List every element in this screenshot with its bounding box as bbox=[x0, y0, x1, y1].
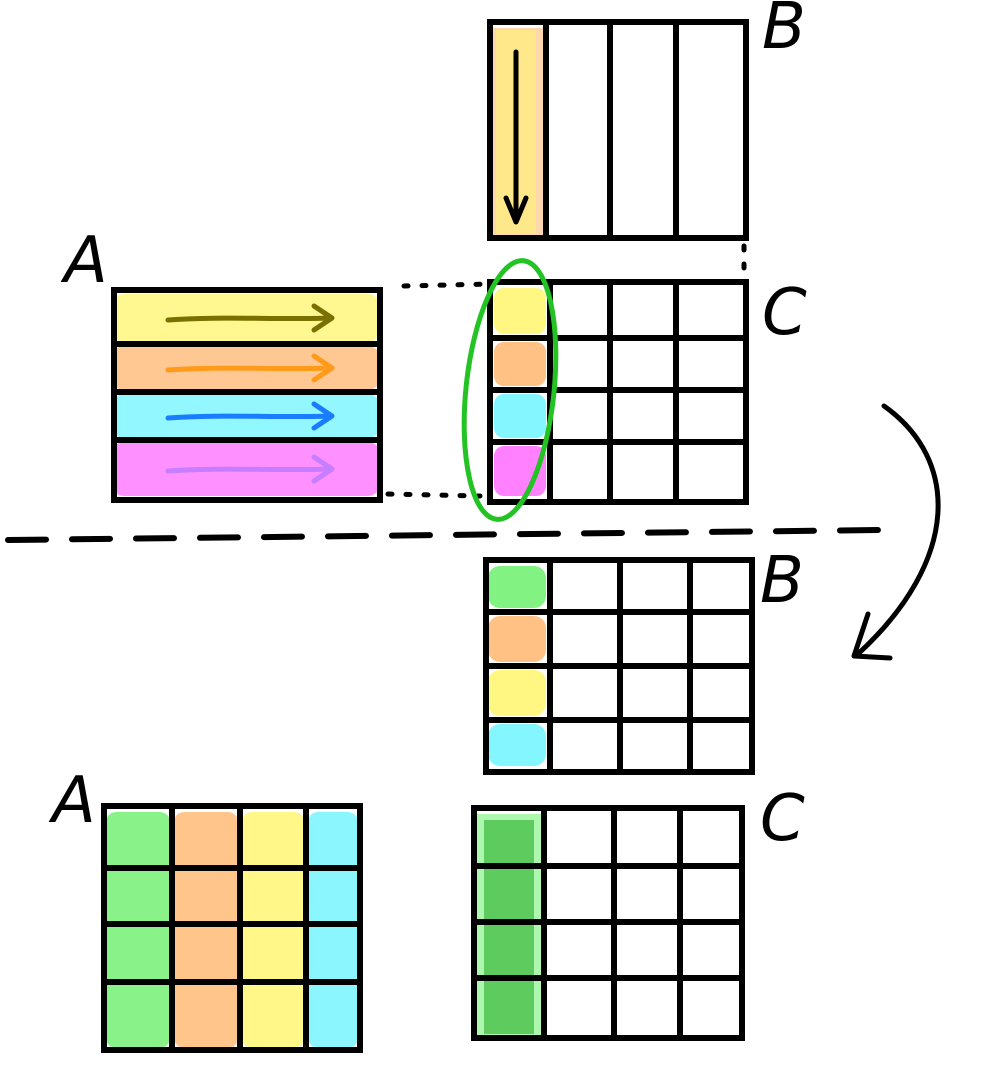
top-a-row-arrows bbox=[165, 303, 335, 484]
top-c-label: C bbox=[762, 276, 807, 350]
bottom-a-col-2-highlight bbox=[242, 812, 304, 1048]
top-c-grid bbox=[487, 279, 749, 505]
bottom-b-matrix: B bbox=[483, 544, 804, 775]
top-c-col0-circle bbox=[461, 258, 559, 522]
bottom-b-row-2-cell bbox=[488, 670, 546, 716]
top-a-grid bbox=[111, 287, 383, 503]
top-b-down-arrow bbox=[503, 49, 529, 225]
top-a-label: A bbox=[60, 224, 108, 298]
top-a-matrix: A bbox=[60, 224, 383, 503]
bottom-a-col-highlights bbox=[106, 812, 358, 1048]
top-a-row-2-arrow bbox=[165, 401, 335, 431]
bottom-a-label: A bbox=[48, 764, 96, 838]
top-a-row-0-arrow bbox=[165, 303, 335, 333]
curved-transition-arrow bbox=[851, 403, 941, 661]
top-c-row-1-cell bbox=[494, 342, 546, 386]
bottom-c-col0-dark bbox=[484, 820, 534, 1034]
bottom-a-col-1-highlight bbox=[174, 812, 238, 1048]
bottom-b-label: B bbox=[760, 544, 804, 618]
bottom-a-matrix: A bbox=[48, 764, 363, 1053]
bottom-a-col-3-highlight bbox=[308, 812, 358, 1048]
bottom-b-grid bbox=[483, 557, 755, 775]
bottom-b-row-1-cell bbox=[488, 616, 546, 662]
dotted-connectors bbox=[385, 243, 747, 499]
bottom-b-row-0-cell bbox=[488, 566, 546, 608]
top-c-row-2-cell bbox=[494, 394, 546, 438]
top-b-grid bbox=[487, 19, 749, 241]
top-c-matrix: C bbox=[461, 258, 807, 522]
bottom-a-col-0-highlight bbox=[106, 812, 170, 1048]
top-a-row-1-arrow bbox=[165, 353, 335, 383]
top-a-row-3-arrow bbox=[165, 454, 335, 484]
bottom-c-label: C bbox=[760, 782, 805, 856]
dashed-separator bbox=[5, 527, 883, 543]
bottom-c-matrix: C bbox=[471, 782, 805, 1041]
top-b-label: B bbox=[762, 0, 806, 64]
bottom-a-grid bbox=[101, 803, 363, 1053]
top-c-row-0-cell bbox=[494, 288, 546, 334]
bottom-b-col0-cells bbox=[488, 566, 546, 766]
bottom-c-grid bbox=[471, 805, 745, 1041]
top-b-matrix: B bbox=[487, 0, 806, 241]
bottom-b-row-3-cell bbox=[488, 724, 546, 766]
